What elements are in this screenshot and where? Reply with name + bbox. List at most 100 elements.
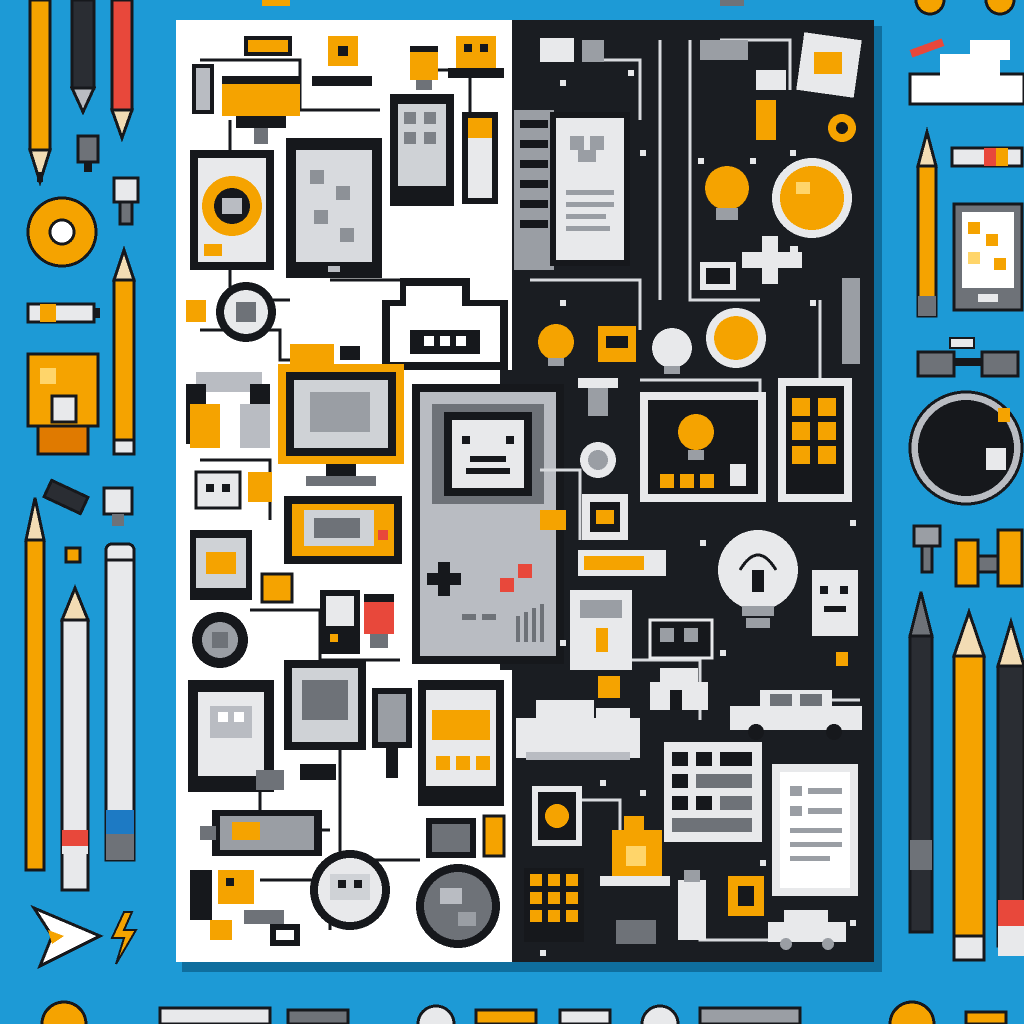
plug-icon xyxy=(76,134,100,172)
document-icon xyxy=(772,764,858,896)
chip-icon xyxy=(648,618,714,660)
handheld-console-icon xyxy=(412,384,564,664)
robot-icon xyxy=(310,850,390,930)
chip-icon xyxy=(210,920,232,940)
plug-icon xyxy=(112,176,140,226)
gear-icon xyxy=(192,612,248,668)
house-icon xyxy=(650,668,708,710)
drone-icon xyxy=(216,282,276,342)
gear-icon xyxy=(26,196,98,268)
bottle-icon xyxy=(678,870,706,940)
pencil-icon xyxy=(27,0,53,188)
monitor-icon xyxy=(700,262,736,290)
globe-icon xyxy=(416,864,500,948)
chip-icon xyxy=(700,40,786,140)
light-icon xyxy=(410,46,438,90)
lightbulb-icon xyxy=(26,352,100,456)
goggles-icon xyxy=(916,337,1020,378)
pencil-icon xyxy=(916,126,938,318)
printer-icon xyxy=(570,590,632,670)
pen-icon xyxy=(59,584,91,892)
wrench-icon xyxy=(954,528,1024,588)
sparkles xyxy=(540,70,856,956)
circuit-board-icon xyxy=(514,110,554,270)
chip-icon xyxy=(426,818,476,858)
battery-icon xyxy=(26,302,100,324)
top-edge-icons xyxy=(262,0,1016,16)
bottom-edge-icons xyxy=(40,1000,1008,1024)
headphones-icon xyxy=(186,372,270,448)
printer-icon xyxy=(190,530,252,600)
chip-icon xyxy=(616,920,656,944)
battery-icon xyxy=(578,550,666,576)
chip-icon xyxy=(540,510,566,530)
car-icon xyxy=(768,910,846,950)
phone-icon xyxy=(320,590,360,654)
keypad-icon xyxy=(524,868,584,942)
pen-icon xyxy=(104,542,136,862)
battery-icon xyxy=(364,594,394,648)
lightning-icon xyxy=(110,911,138,965)
lamp-icon xyxy=(222,76,300,144)
light-panel-gadgets xyxy=(186,36,508,948)
battery-icon xyxy=(482,814,506,858)
screen-icon xyxy=(582,494,628,540)
robot-icon xyxy=(190,870,300,946)
plug-icon xyxy=(102,486,134,526)
lamp-icon xyxy=(578,378,618,478)
chip-icon xyxy=(256,770,284,790)
calculator-icon xyxy=(778,378,852,502)
chip-icon xyxy=(244,36,292,56)
left-margin-icons xyxy=(24,0,140,970)
lightbulb-icon xyxy=(698,158,756,220)
document-icon xyxy=(550,112,630,266)
gear-icon xyxy=(728,876,764,916)
satellite-icon xyxy=(540,38,604,62)
building-icon xyxy=(664,742,762,842)
robot-icon xyxy=(194,470,272,510)
tablet-icon xyxy=(952,202,1024,312)
camera-icon xyxy=(532,786,582,846)
cloud-icon xyxy=(908,40,1024,106)
phone-icon xyxy=(390,94,454,206)
flame-icon xyxy=(600,816,670,886)
pencil-icon xyxy=(24,497,46,872)
tablet-icon xyxy=(286,138,382,278)
lightbulb-icon xyxy=(652,328,692,374)
paper-plane-icon xyxy=(30,904,104,970)
plug-icon xyxy=(372,688,412,778)
battery-stack-icon xyxy=(192,64,214,114)
dark-panel-gadgets xyxy=(514,32,862,956)
drill-icon xyxy=(200,810,322,856)
chip-icon xyxy=(836,652,848,666)
pencil-icon xyxy=(951,607,987,962)
control-panel-icon xyxy=(640,392,766,502)
cloud-icon xyxy=(516,700,640,760)
cloud-icon xyxy=(382,278,508,370)
marble-icon xyxy=(908,390,1024,506)
robot-icon xyxy=(812,570,858,636)
chip-icon xyxy=(300,764,336,780)
lightbulb-icon xyxy=(706,308,766,368)
lightbulb-icon xyxy=(772,158,852,238)
pencil-icon xyxy=(111,245,137,456)
battery-icon xyxy=(950,146,1024,168)
battery-icon xyxy=(842,278,860,364)
pen-icon xyxy=(69,0,97,116)
gear-icon xyxy=(828,114,856,142)
gear-icon xyxy=(312,36,372,86)
bolt-icon xyxy=(912,524,942,574)
chip-icon xyxy=(340,346,360,360)
monitor-icon xyxy=(278,364,404,486)
robot-icon xyxy=(598,326,636,362)
bug-robot-icon xyxy=(448,36,504,78)
chip-icon xyxy=(260,572,294,604)
pencil-icon xyxy=(109,0,135,143)
screen-icon xyxy=(284,660,366,750)
pin-icon xyxy=(64,546,82,564)
tablet-icon xyxy=(418,680,504,806)
chip-icon xyxy=(598,676,620,698)
pen-icon xyxy=(908,591,934,934)
pen-icon xyxy=(909,38,945,58)
